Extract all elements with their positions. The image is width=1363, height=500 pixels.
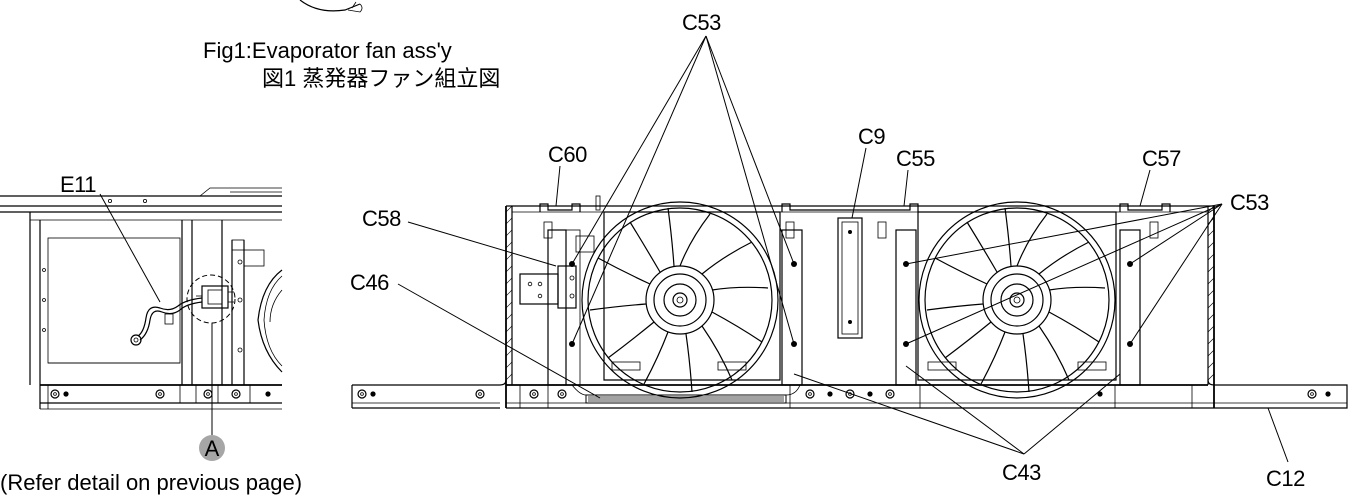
label-c57: C57 bbox=[1142, 146, 1181, 171]
callout-a: A bbox=[199, 435, 225, 461]
label-c58: C58 bbox=[362, 206, 401, 231]
label-c9: C9 bbox=[858, 124, 885, 149]
caption-en: Fig1:Evaporator fan ass'y bbox=[203, 38, 452, 63]
label-c55: C55 bbox=[896, 146, 935, 171]
label-c46: C46 bbox=[350, 270, 389, 295]
callout-a-letter: A bbox=[205, 436, 220, 461]
caption-jp: 図1 蒸発器ファン組立図 bbox=[262, 66, 500, 91]
main-assembly-view bbox=[351, 195, 1348, 409]
label-c53-right: C53 bbox=[1230, 190, 1269, 215]
callout-a-circle bbox=[199, 435, 225, 461]
label-c12: C12 bbox=[1266, 466, 1305, 491]
leader-lines bbox=[397, 35, 1289, 463]
label-e11: E11 bbox=[60, 172, 96, 197]
label-c43: C43 bbox=[1002, 460, 1041, 485]
label-c53-top: C53 bbox=[682, 10, 721, 35]
refer-note: (Refer detail on previous page) bbox=[0, 470, 302, 495]
label-c60: C60 bbox=[548, 142, 587, 167]
fan-1 bbox=[581, 201, 781, 399]
fan-2 bbox=[917, 201, 1117, 399]
top-partial-view bbox=[299, 0, 363, 13]
left-detail-view bbox=[0, 187, 283, 435]
